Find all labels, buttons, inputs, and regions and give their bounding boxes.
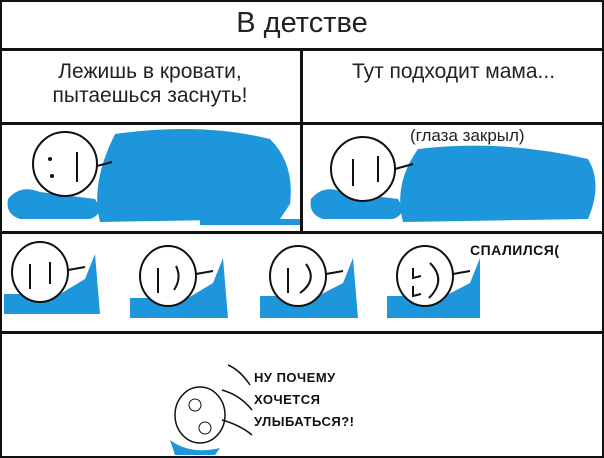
comic-title: В детстве — [236, 7, 368, 39]
right-caption: Тут подходит мама... — [351, 60, 556, 83]
sleeping-kid-drawing — [7, 129, 300, 225]
rage-face-drawing — [170, 364, 253, 455]
eyes-closed-kid-drawing — [310, 136, 596, 222]
divider — [0, 331, 604, 334]
final-line: УЛЫБАТЬСЯ?! — [254, 414, 355, 429]
final-line: НУ ПОЧЕМУ — [254, 370, 336, 385]
divider — [0, 231, 604, 234]
smile-sequence-drawing — [4, 241, 480, 318]
caption-line: пытаешься заснуть! — [52, 84, 248, 107]
final-line: ХОЧЕТСЯ — [254, 392, 321, 407]
busted-label: СПАЛИЛСЯ( — [470, 242, 560, 258]
divider — [300, 48, 303, 231]
eyes-closed-note: (глаза закрыл) — [410, 126, 525, 145]
left-caption: Лежишь в кровати, пытаешься заснуть! — [0, 52, 300, 122]
caption-line: Лежишь в кровати, — [58, 60, 242, 83]
